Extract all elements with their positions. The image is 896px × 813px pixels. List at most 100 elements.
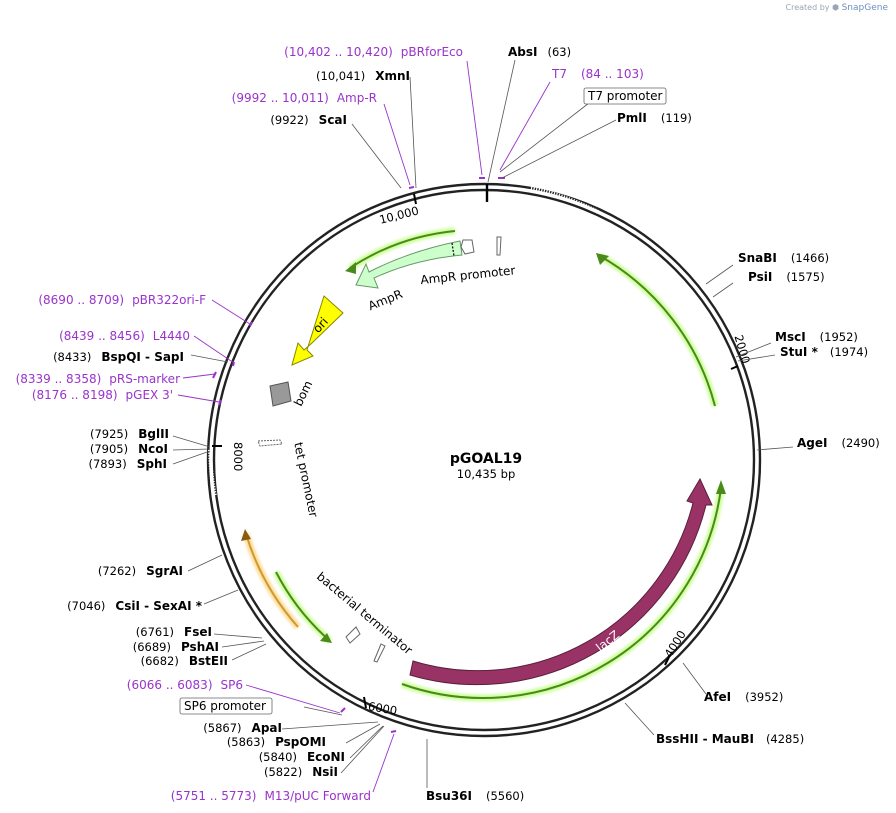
primer-name-m13puc[interactable]: M13/pUC Forward <box>264 789 371 803</box>
svg-text:(7893)SphI: (7893)SphI <box>89 457 168 471</box>
enzyme-name-econi[interactable]: EcoNI <box>307 750 345 764</box>
svg-text:(8690 .. 8709)pBR322ori-F: (8690 .. 8709) pBR322ori-F <box>38 293 206 307</box>
tet-promoter-feature[interactable]: tet promoter <box>257 439 321 519</box>
svg-text:(5863)PspOMI: (5863)PspOMI <box>227 735 326 749</box>
enzyme-name-bsteii[interactable]: BstEII <box>189 654 228 668</box>
enzyme-name-pmli[interactable]: PmlI <box>617 111 647 125</box>
enzyme-name-snabi[interactable]: SnaBI <box>738 251 777 265</box>
bom-label: bom <box>291 378 315 408</box>
enzyme-pos-psii: (1575) <box>786 270 824 284</box>
orf-upper-left[interactable] <box>345 227 456 274</box>
svg-text:(8433)BspQI - SapI: (8433)BspQI - SapI <box>53 350 184 364</box>
enzyme-pos-msci: (1952) <box>820 330 858 344</box>
primer-range-prs-marker: (8339 .. 8358) <box>16 372 102 386</box>
svg-text:(7262)SgrAI: (7262)SgrAI <box>98 564 183 578</box>
enzyme-pos-xmni: (10,041) <box>316 69 365 83</box>
created-by-text: Created by <box>785 3 830 12</box>
primer-name-ampr[interactable]: Amp-R <box>337 91 377 105</box>
tick-label-6000: 6000 <box>367 699 398 718</box>
svg-text:BssHII - MauBI(4285): BssHII - MauBI(4285) <box>656 732 804 746</box>
tick-label-4000: 4000 <box>661 628 688 660</box>
bom-feature[interactable]: bom <box>269 378 315 408</box>
enzyme-pos-ncoi: (7905) <box>90 442 128 456</box>
svg-text:(9922)ScaI: (9922)ScaI <box>270 113 347 127</box>
enzyme-name-psii[interactable]: PsiI <box>748 270 772 284</box>
enzyme-name-xmni[interactable]: XmnI <box>375 69 410 83</box>
primer-range-m13puc: (5751 .. 5773) <box>171 789 257 803</box>
svg-text:(8439 .. 8456)L4440: (8439 .. 8456) L4440 <box>59 329 190 343</box>
enzyme-name-bglii[interactable]: BglII <box>138 427 169 441</box>
sp6-promoter-label: SP6 promoter <box>184 699 266 713</box>
primer-range-pgex3: (8176 .. 8198) <box>32 388 118 402</box>
enzyme-name-apai[interactable]: ApaI <box>252 721 282 735</box>
primer-name-pbr322ori-f[interactable]: pBR322ori-F <box>132 293 206 307</box>
enzyme-name-fsei[interactable]: FseI <box>184 625 212 639</box>
enzyme-name-scai[interactable]: ScaI <box>319 113 347 127</box>
enzyme-name-msci[interactable]: MscI <box>775 330 806 344</box>
enzyme-name-csii[interactable]: CsiI - SexAI * <box>115 599 202 613</box>
svg-text:(5840)EcoNI: (5840) EcoNI <box>259 750 345 764</box>
enzyme-name-bsu36i[interactable]: Bsu36I <box>426 789 472 803</box>
enzyme-labels: AbsI(63) PmlI(119) SnaBI(1466) PsiI(1575… <box>426 45 880 803</box>
enzyme-pos-afei: (3952) <box>745 690 783 704</box>
bacterial-terminator-feature[interactable]: bacterial terminator <box>314 569 415 663</box>
primer-name-prs-marker[interactable]: pRS-marker <box>109 372 180 386</box>
enzyme-name-pspomi[interactable]: PspOMI <box>275 735 326 749</box>
ori-feature[interactable]: ori <box>291 295 344 366</box>
enzyme-name-stui[interactable]: StuI * <box>780 345 819 359</box>
tick-label-8000: 8000 <box>231 442 245 471</box>
enzyme-pos-csii: (7046) <box>67 599 105 613</box>
primer-range-t7: (84 .. 103) <box>581 67 644 81</box>
enzyme-name-afei[interactable]: AfeI <box>704 690 731 704</box>
tet-promoter-label: tet promoter <box>291 441 321 519</box>
orf-lower-right[interactable] <box>400 480 726 702</box>
enzyme-pos-snabi: (1466) <box>791 251 829 265</box>
svg-text:(5822)NsiI: (5822)NsiI <box>264 765 338 779</box>
svg-text:(5751 .. 5773)M13/pUC Forward: (5751 .. 5773) M13/pUC Forward <box>171 789 371 803</box>
tick-label-10000: 10,000 <box>378 203 420 226</box>
enzyme-name-agei[interactable]: AgeI <box>797 436 827 450</box>
snapgene-product-name: SnapGene <box>841 3 888 13</box>
svg-text:Bsu36I(5560): Bsu36I (5560) <box>426 789 524 803</box>
t7-promoter-box[interactable]: T7 promoter <box>583 87 667 105</box>
sp6-promoter-box[interactable]: SP6 promoter <box>179 697 273 715</box>
enzyme-pos-bsu36i: (5560) <box>486 789 524 803</box>
enzyme-name-ncoi[interactable]: NcoI <box>138 442 168 456</box>
ampr-label: AmpR <box>366 287 404 313</box>
primer-name-pbrforeco[interactable]: pBRforEco <box>401 45 463 59</box>
enzyme-name-absi[interactable]: AbsI <box>508 45 537 59</box>
primer-range-l4440: (8439 .. 8456) <box>59 329 145 343</box>
svg-text:(6761)FseI: (6761)FseI <box>136 625 212 639</box>
primer-name-t7[interactable]: T7 <box>551 67 567 81</box>
snapgene-logo-icon: ⬢ <box>832 3 840 12</box>
enzyme-name-sphi[interactable]: SphI <box>137 457 167 471</box>
svg-text:AgeI(2490): AgeI(2490) <box>797 436 880 450</box>
t7-promoter-feature-icon[interactable] <box>496 236 502 256</box>
orf-upper-right[interactable] <box>596 252 719 407</box>
enzyme-pos-stui: (1974) <box>830 345 868 359</box>
primer-name-l4440[interactable]: L4440 <box>153 329 190 343</box>
primer-range-ampr: (9992 .. 10,011) <box>232 91 329 105</box>
svg-text:AfeI(3952): AfeI (3952) <box>704 690 783 704</box>
orf-lower-left-green[interactable] <box>272 570 333 644</box>
primer-name-sp6[interactable]: SP6 <box>221 678 244 692</box>
enzyme-pos-bglii: (7925) <box>90 427 128 441</box>
primer-name-pgex3[interactable]: pGEX 3' <box>126 388 173 402</box>
enzyme-name-bspqi[interactable]: BspQI - SapI <box>101 350 184 364</box>
svg-text:MscI(1952): MscI (1952) <box>775 330 858 344</box>
enzyme-name-nsii[interactable]: NsiI <box>312 765 338 779</box>
enzyme-pos-econi: (5840) <box>259 750 297 764</box>
plasmid-length: 10,435 bp <box>457 467 516 481</box>
plasmid-backbone <box>206 182 762 738</box>
enzyme-name-sgrai[interactable]: SgrAI <box>146 564 183 578</box>
orf-lower-left-orange[interactable] <box>241 529 301 630</box>
ampr-promoter-label: AmpR promoter <box>420 263 516 287</box>
svg-text:(6066 .. 6083)SP6: (6066 .. 6083)SP6 <box>127 678 243 692</box>
enzyme-name-pshai[interactable]: PshAI <box>181 640 219 654</box>
enzyme-pos-apai: (5867) <box>203 721 241 735</box>
primer-range-pbr322ori-f: (8690 .. 8709) <box>38 293 124 307</box>
enzyme-pos-pshai: (6689) <box>133 640 171 654</box>
svg-text:PmlI(119): PmlI(119) <box>617 111 692 125</box>
enzyme-name-bsshii[interactable]: BssHII - MauBI <box>656 732 754 746</box>
